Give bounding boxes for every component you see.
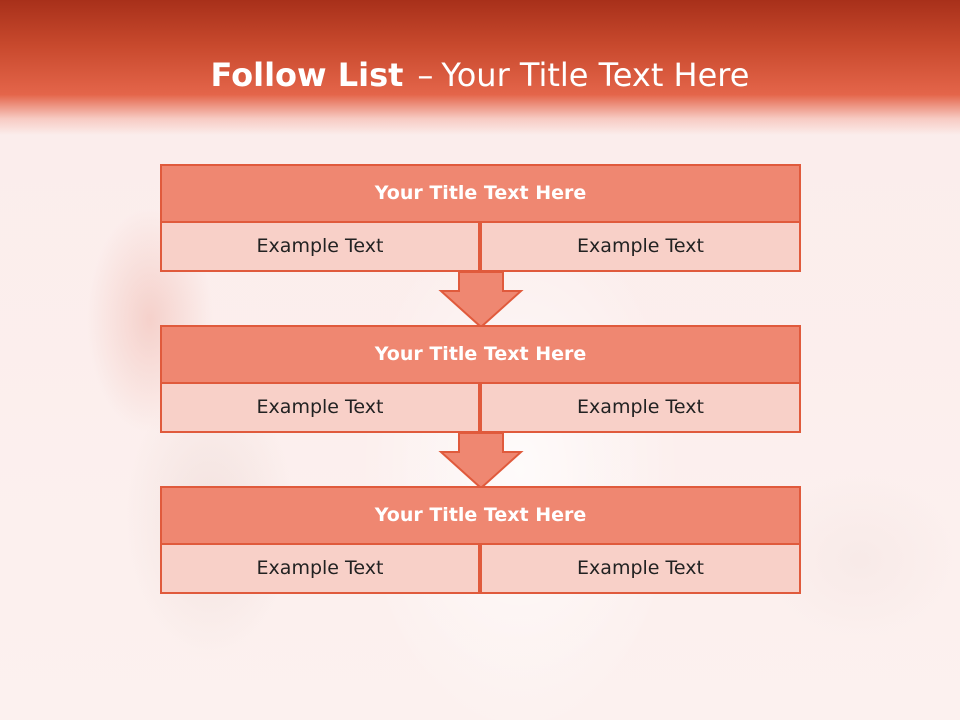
header-band xyxy=(0,0,960,135)
block-title: Your Title Text Here xyxy=(160,164,801,223)
down-arrow-icon xyxy=(438,432,524,490)
block-cell-right: Example Text xyxy=(480,221,801,272)
block-cell-left: Example Text xyxy=(160,382,480,433)
slide-title-rest: Your Title Text Here xyxy=(441,56,750,94)
block-cell-left: Example Text xyxy=(160,221,480,272)
slide-title: Follow List–Your Title Text Here xyxy=(0,52,960,98)
block-title: Your Title Text Here xyxy=(160,325,801,384)
block-cell-right: Example Text xyxy=(480,543,801,594)
block-title: Your Title Text Here xyxy=(160,486,801,545)
slide-title-bold: Follow List xyxy=(210,56,404,94)
slide-title-separator: – xyxy=(417,56,434,94)
block-cell-left: Example Text xyxy=(160,543,480,594)
block-cell-right: Example Text xyxy=(480,382,801,433)
down-arrow-icon xyxy=(438,271,524,329)
